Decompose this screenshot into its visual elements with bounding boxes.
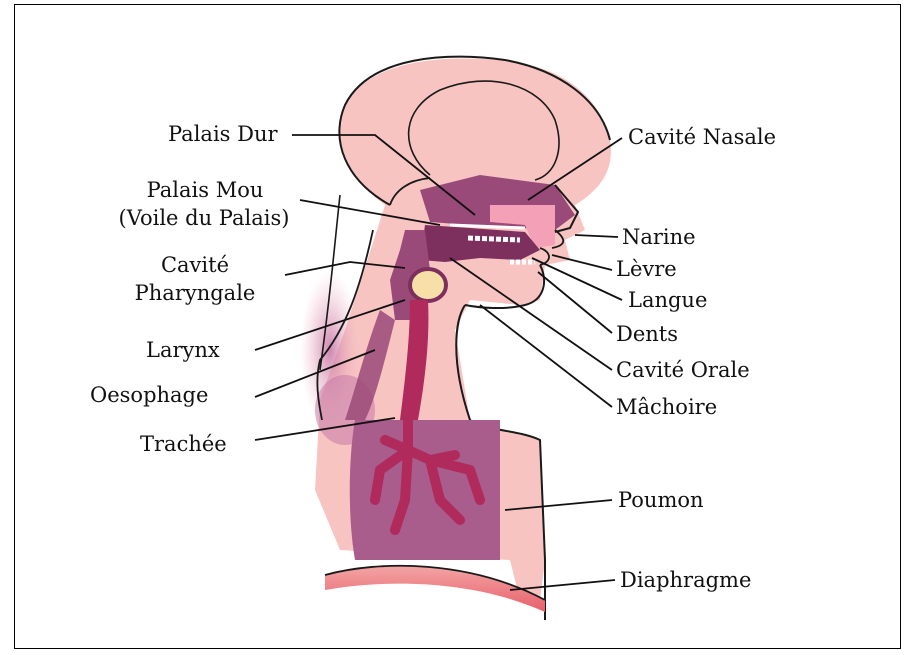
label-machoire: Mâchoire <box>616 395 717 419</box>
label-levre: Lèvre <box>616 257 677 281</box>
label-cavite-orale: Cavité Orale <box>616 358 750 382</box>
label-langue: Langue <box>628 288 707 312</box>
pointer-dents <box>538 272 612 333</box>
pointer-narine <box>575 235 618 237</box>
larynx-shape <box>410 269 446 301</box>
label-palais-mou: Palais Mou <box>100 178 310 202</box>
label-cavite-nasale: Cavité Nasale <box>628 125 776 149</box>
label-trachee: Trachée <box>140 432 227 456</box>
label-cavite-pharyngale-line1: Cavité <box>120 253 270 277</box>
label-palais-dur: Palais Dur <box>168 122 278 146</box>
label-narine: Narine <box>622 225 696 249</box>
label-poumon: Poumon <box>618 488 704 512</box>
label-larynx: Larynx <box>146 338 220 362</box>
pointer-levre <box>552 255 612 270</box>
label-oesophage: Oesophage <box>90 383 208 407</box>
label-dents: Dents <box>616 322 678 346</box>
diaphragm <box>325 566 545 612</box>
label-voile-du-palais: (Voile du Palais) <box>90 206 318 230</box>
label-diaphragme: Diaphragme <box>620 568 751 592</box>
label-cavite-pharyngale-line2: Pharyngale <box>110 281 280 305</box>
